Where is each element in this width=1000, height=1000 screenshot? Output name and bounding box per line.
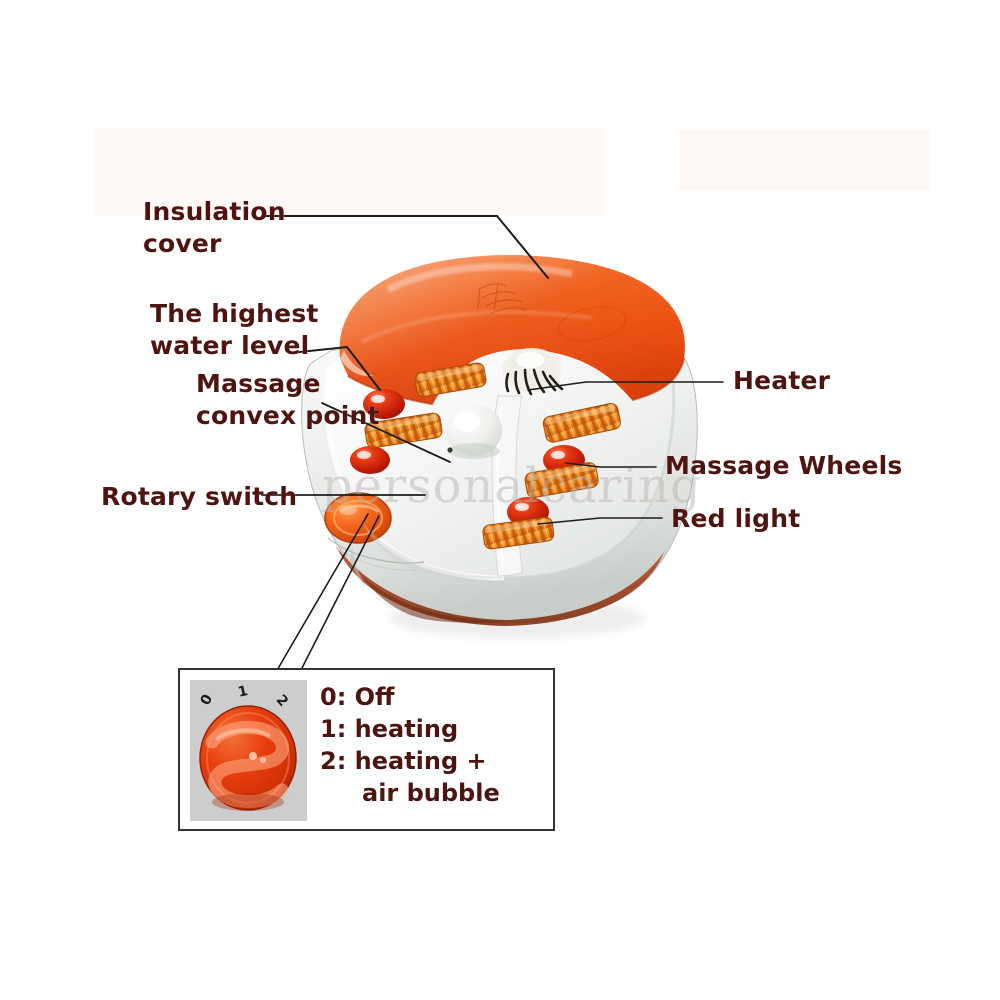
- rotary-knob-illustration: [190, 680, 307, 821]
- label-rotary-switch: Rotary switch: [101, 482, 298, 511]
- label-heater: Heater: [733, 366, 831, 395]
- leader-water-level: [289, 345, 381, 391]
- rotary-switch-legend-box: 0 1 2 0: Off 1: heating 2: heating + air…: [178, 668, 555, 831]
- label-massage-convex-point: Massage convex point: [196, 369, 380, 430]
- legend-line-0: 0: Off: [320, 683, 395, 711]
- leader-knob-to-inset-right: [299, 515, 380, 673]
- leader-knob-to-inset-left: [275, 513, 369, 673]
- rotary-knob-photo: 0 1 2: [190, 680, 307, 821]
- label-insulation-cover: Insulation cover: [143, 197, 286, 258]
- label-highest-water-level: The highest water level: [150, 299, 319, 360]
- background-tint-block: [95, 128, 605, 216]
- foot-spa-product-image: [301, 255, 698, 638]
- legend-line-1: 1: heating: [320, 714, 459, 743]
- rotary-switch-legend-text: 0: Off 1: heating 2: heating + air bubbl…: [320, 682, 548, 810]
- leader-red-light: [537, 517, 663, 525]
- label-massage-wheels: Massage Wheels: [665, 451, 903, 480]
- legend-line-3: air bubble: [362, 778, 500, 807]
- leader-massage-wheels: [565, 462, 657, 468]
- background-tint-block: [680, 130, 930, 190]
- legend-line-2: 2: heating +: [320, 746, 487, 775]
- leader-convex-point: [321, 402, 451, 463]
- leader-insulation-cover: [261, 215, 549, 279]
- leader-heater: [527, 381, 724, 391]
- label-red-light: Red light: [671, 504, 801, 533]
